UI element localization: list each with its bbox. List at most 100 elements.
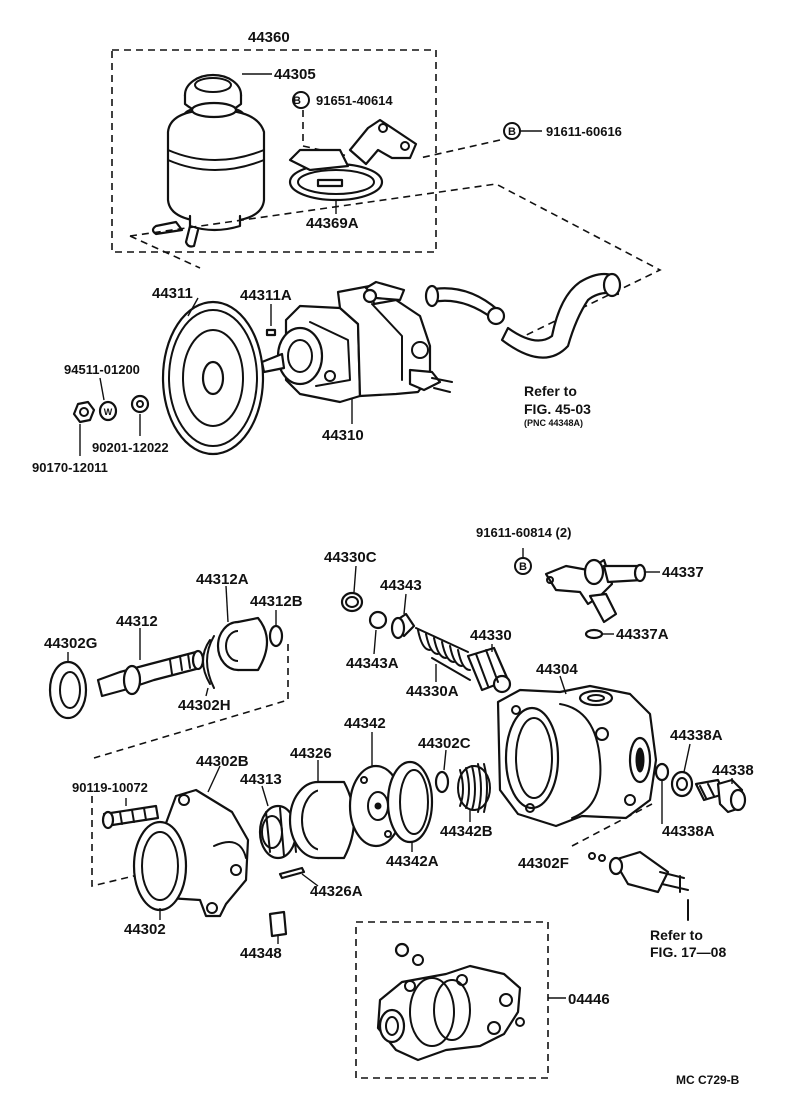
flow-control-valve [466, 646, 512, 694]
refer2-line2: FIG. 17—08 [650, 944, 726, 960]
reservoir-clamp [288, 118, 418, 202]
label-44343A: 44343A [346, 655, 399, 672]
leader-44326A [301, 873, 319, 887]
leader-94511 [99, 377, 105, 401]
label-44337: 44337 [662, 564, 704, 581]
pulley [161, 300, 265, 456]
label-44312A: 44312A [196, 571, 249, 588]
label-44302H: 44302H [178, 697, 231, 714]
label-44330: 44330 [470, 627, 512, 644]
label-44310: 44310 [322, 427, 364, 444]
label-44302B: 44302B [196, 753, 249, 770]
power-steering-pump [260, 280, 453, 404]
fitting-o-ring-1 [654, 762, 670, 782]
housing-group-dashed [91, 796, 143, 888]
label-91651: 91651-40614 [316, 93, 393, 108]
label-44312B: 44312B [250, 593, 303, 610]
label-90119: 90119-10072 [72, 780, 148, 795]
valve-o-ring [368, 610, 388, 630]
suction-hose-1 [424, 284, 506, 326]
label-44312: 44312 [116, 613, 158, 630]
outlet-union [544, 558, 647, 624]
label-44330C: 44330C [324, 549, 377, 566]
diagram-code: MC C729-B [676, 1073, 740, 1087]
label-bolt-b-3: B [519, 561, 527, 573]
bolt-path-2 [419, 139, 501, 159]
valve-seal-ring [340, 591, 364, 613]
leader-44343 [403, 593, 407, 615]
label-44326: 44326 [290, 745, 332, 762]
small-ball [588, 852, 606, 862]
callout-labels: 44360 44305 B 91651-40614 B 91611-60616 … [32, 29, 754, 1087]
label-44302C: 44302C [418, 735, 471, 752]
union-o-ring [584, 628, 604, 640]
leader-44343A [373, 629, 377, 655]
label-44311A: 44311A [240, 287, 292, 304]
housing-bolt [101, 804, 160, 830]
leader-44313 [261, 785, 269, 807]
bearing [216, 616, 269, 672]
leader-44304 [559, 675, 567, 695]
leader-44302C [443, 749, 447, 771]
label-44330A: 44330A [406, 683, 459, 700]
label-04446: 04446 [568, 991, 610, 1008]
pressure-spring [457, 763, 491, 813]
snap-ring [202, 635, 215, 689]
rear-housing [496, 684, 658, 828]
pressure-switch [608, 850, 689, 921]
label-44338: 44338 [712, 762, 754, 779]
lock-washer [98, 400, 118, 422]
label-94511: 94511-01200 [64, 362, 140, 377]
front-housing [132, 788, 250, 918]
leader-44311 [187, 297, 199, 317]
valve-seal-inner [345, 596, 359, 608]
valve-fitting [390, 612, 416, 640]
side-plate-o-ring [386, 760, 434, 844]
oil-seal [48, 660, 88, 720]
leader-44330C [353, 565, 357, 593]
gasket-kit-parts [376, 942, 525, 1062]
label-90170: 90170-12011 [32, 460, 108, 475]
leader-44312A [225, 585, 229, 623]
label-44342B: 44342B [440, 823, 493, 840]
label-44302F: 44302F [518, 855, 569, 872]
label-44302G: 44302G [44, 635, 97, 652]
label-44338A-bottom: 44338A [662, 823, 715, 840]
label-44337A: 44337A [616, 626, 669, 643]
label-44311: 44311 [152, 285, 193, 302]
reservoir-kit-outline [111, 49, 437, 253]
label-44369A: 44369A [306, 215, 359, 232]
shaft-group-dashed [93, 644, 289, 759]
pump-rotor [258, 804, 298, 860]
label-bolt-b-2: B [508, 126, 516, 138]
pressure-fitting [694, 778, 747, 814]
label-washer-w: W [104, 407, 113, 417]
pump-plate [268, 910, 288, 938]
refer1-line1: Refer to [524, 383, 577, 399]
label-44342A: 44342A [386, 853, 439, 870]
woodruff-key [265, 328, 277, 337]
fitting-gasket [670, 770, 694, 798]
leader-44302B [207, 765, 221, 793]
plain-washer [130, 394, 150, 414]
label-44342: 44342 [344, 715, 386, 732]
label-44360: 44360 [248, 29, 290, 46]
label-44305: 44305 [274, 66, 316, 83]
bolt-b-symbol-1 [292, 91, 310, 109]
label-44338A-top: 44338A [670, 727, 723, 744]
valve-spring [415, 627, 471, 681]
label-44343: 44343 [380, 577, 422, 594]
leader-44338A1 [683, 743, 691, 773]
pulley-nut [72, 400, 96, 424]
label-44326A: 44326A [310, 883, 363, 900]
gasket-kit-outline [355, 921, 549, 1079]
label-91611b: 91611-60814 (2) [476, 525, 571, 540]
shaft-ring [268, 624, 284, 648]
small-o-ring [434, 770, 450, 794]
label-44348: 44348 [240, 945, 282, 962]
label-44304: 44304 [536, 661, 578, 678]
leader-44302H [205, 687, 209, 697]
suction-hose-2 [500, 272, 622, 359]
